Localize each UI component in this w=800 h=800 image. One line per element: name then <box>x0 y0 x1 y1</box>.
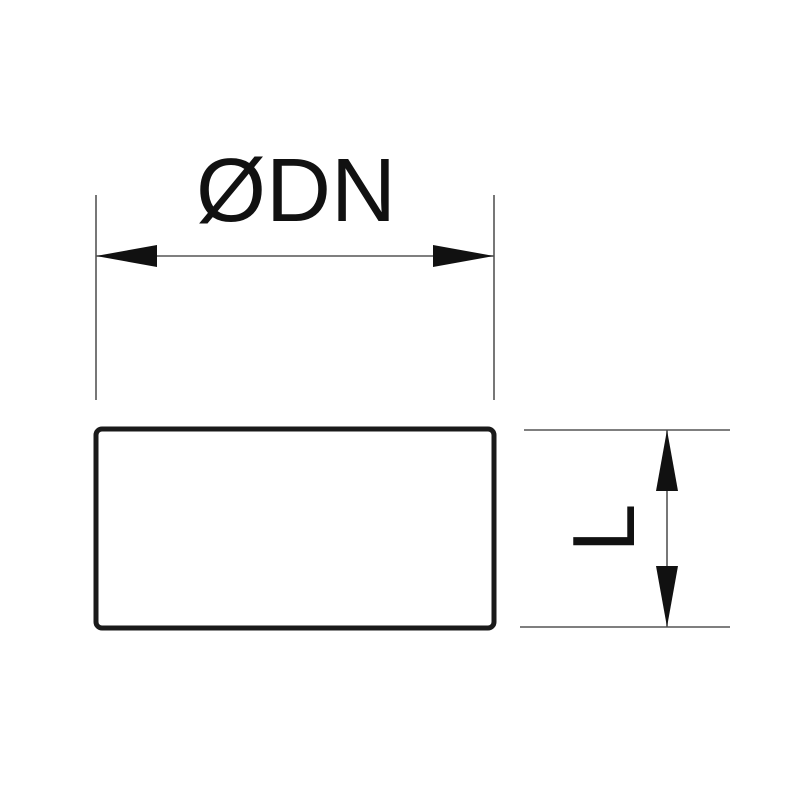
length-arrow-top <box>656 430 678 491</box>
length-label: L <box>554 504 653 553</box>
width-arrow-left <box>96 245 157 267</box>
width-label: ØDN <box>196 141 396 241</box>
length-arrow-bottom <box>656 566 678 627</box>
part-outline <box>93 426 497 631</box>
width-arrow-right <box>433 245 494 267</box>
